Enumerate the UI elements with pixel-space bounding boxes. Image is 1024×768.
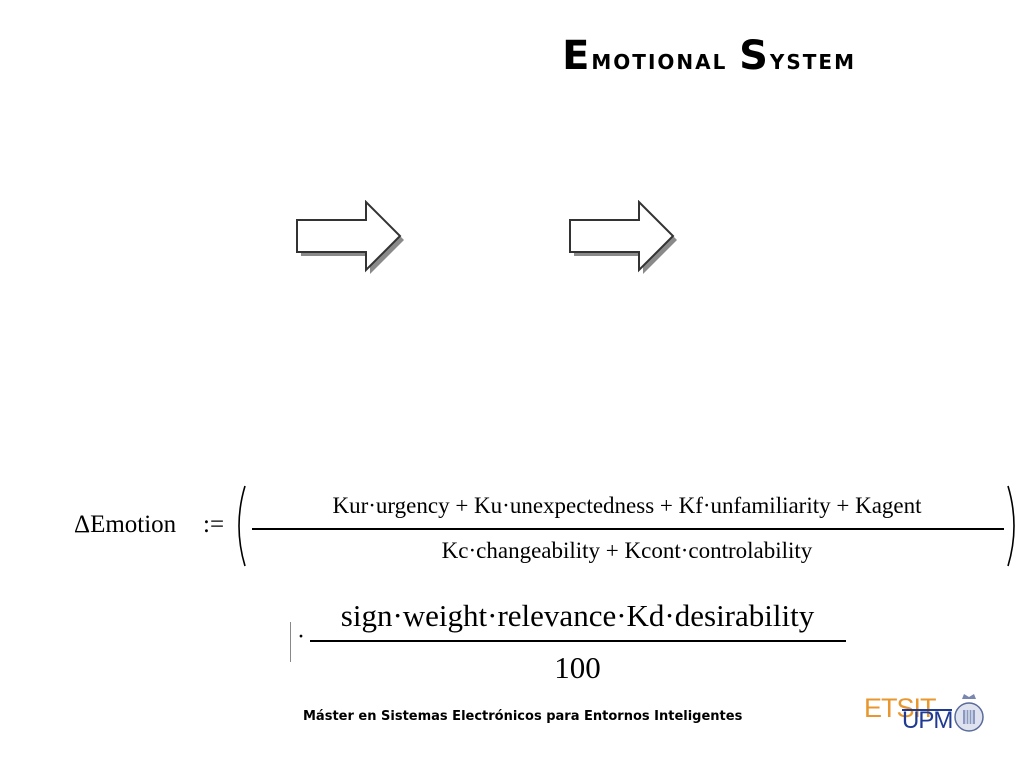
title-word1-rest: motional [591,43,728,76]
title-word2-rest: ystem [769,43,856,76]
formula-multiply: · [297,624,305,650]
left-paren [231,484,247,573]
formula-numerator-2: sign·weight·relevance·Kd·desirability [340,598,815,633]
slide-title: Emotional System [562,36,856,76]
logo-upm: UPM [902,707,953,734]
university-seal-icon [952,693,986,742]
formula-numerator-1: Kur·urgency + Ku·unexpectedness + Kf·unf… [332,493,922,518]
logo-divider [902,709,952,711]
logo-etsit: ETSIT [864,693,937,723]
footer-text: Máster en Sistemas Electrónicos para Ent… [303,709,743,724]
right-paren [1006,484,1022,573]
formula-assign: := [203,511,225,538]
title-word2-cap: S [739,33,770,79]
title-word1-cap: E [562,33,592,79]
formula-bar [290,622,291,662]
right-arrow-icon [294,200,406,278]
formula-lhs: ΔEmotion [74,511,177,538]
right-arrow-icon [567,200,679,278]
formula-denominator-1: Kc·changeability + Kcont·controlability [441,538,813,563]
formula-denominator-2: 100 [554,650,601,685]
etsit-upm-logo: ETSIT UPM [864,693,994,743]
fraction-line-1 [252,528,1004,530]
fraction-line-2 [310,640,846,642]
